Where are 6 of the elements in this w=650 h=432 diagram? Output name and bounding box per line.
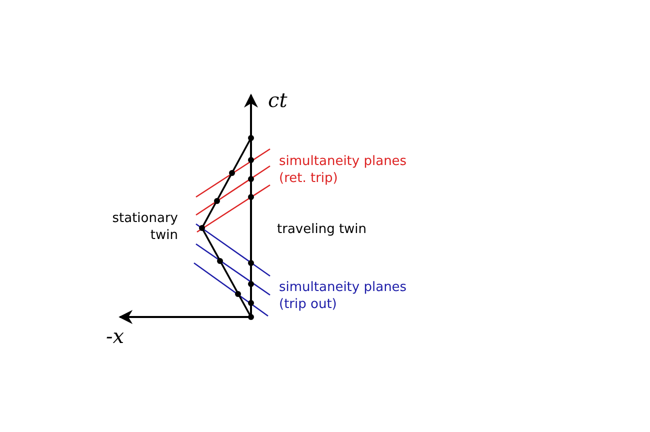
annotation: traveling twin (277, 221, 368, 238)
annotation: simultaneity planes (trip out) (279, 279, 408, 313)
annotation: stationary twin (111, 210, 178, 244)
annotation: simultaneity planes (ret. trip) (279, 153, 408, 187)
axis-label: ct (268, 89, 288, 111)
axis-label: -x (106, 325, 126, 347)
